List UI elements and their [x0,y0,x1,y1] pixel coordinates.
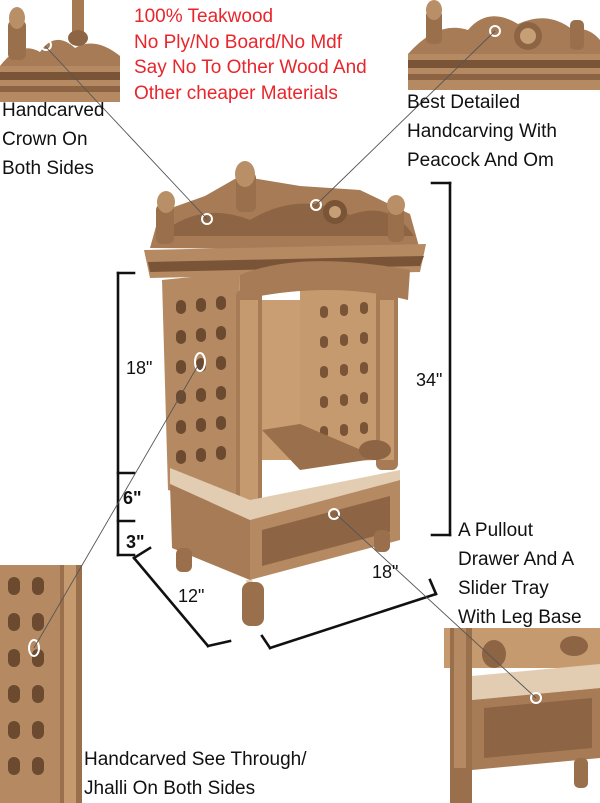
drawer-callout-line1: A Pullout [458,520,533,541]
claim-no-other-wood: Say No To Other Wood And [134,57,367,78]
crown-callout-line3: Both Sides [2,158,94,179]
drawer-callout-line2: Drawer And A [458,549,575,570]
claim-teakwood: 100% Teakwood [134,6,274,27]
width-label: 18" [372,562,399,582]
drawer-closeup-photo [444,628,600,803]
width-dim-line [268,592,438,650]
leg-height-label: 3" [126,532,145,552]
carving-callout-line1: Best Detailed [407,92,521,113]
jhalli-closeup-photo [0,565,82,803]
drawer-callout-line3: Slider Tray [458,578,549,599]
drawer-height-label: 6" [123,488,142,508]
crown-callout-line1: Handcarved [2,100,105,121]
carving-callout-line2: Handcarving With [407,121,557,142]
depth-label: 12" [178,586,205,606]
crown-closeup-photo [0,0,120,102]
total-height-label: 34" [416,370,443,390]
crown-callout-line2: Crown On [2,129,88,150]
jhalli-callout-line2: Jhalli On Both Sides [84,778,256,799]
carving-callout-line3: Peacock And Om [407,150,554,171]
drawer-callout-line4: With Leg Base [458,607,582,628]
claim-no-ply: No Ply/No Board/No Mdf [134,31,343,53]
depth-dim-line [132,556,210,648]
carving-closeup-photo [408,0,600,90]
jhalli-callout-line1: Handcarved See Through/ [84,749,307,770]
upper-height-label: 18" [126,358,153,378]
claim-no-cheaper-materials: Other cheaper Materials [134,82,338,104]
